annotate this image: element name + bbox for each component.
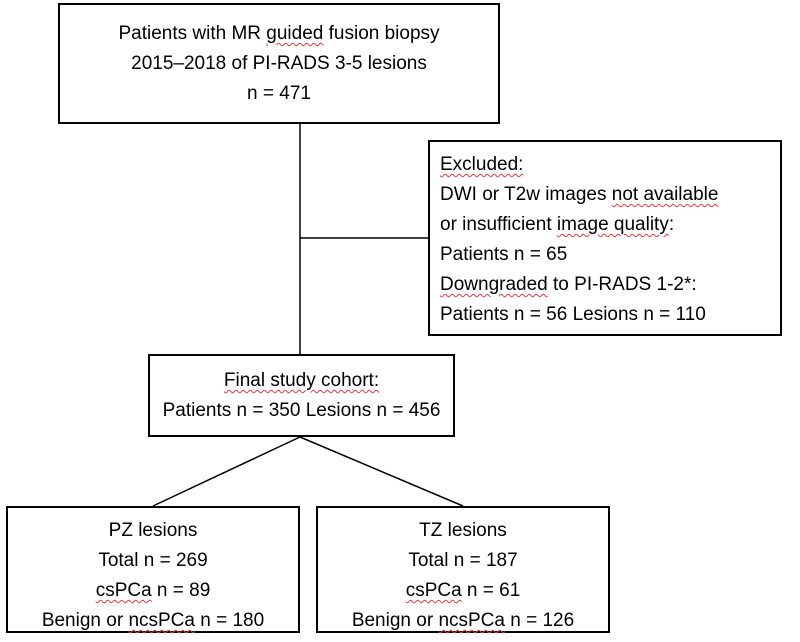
box-excluded: Excluded: DWI or T2w images not availabl… <box>428 140 782 336</box>
spellcheck-word: Excluded: <box>440 154 524 175</box>
excluded-line-3: or insufficient image quality: <box>440 214 675 235</box>
spellcheck-phrase: Final study cohort: <box>223 370 380 391</box>
excluded-line-2: DWI or T2w images not available <box>440 184 719 205</box>
box-tz-lesions: TZ lesions Total n = 187 csPCa n = 61 Be… <box>316 506 610 633</box>
excluded-line-4: Patients n = 65 <box>440 244 568 265</box>
spellcheck-word: ncsPCa <box>128 610 195 631</box>
final-line-1: Final study cohort: <box>150 366 453 396</box>
spellcheck-word: image quality <box>556 214 669 235</box>
excluded-line-1: Excluded: <box>440 150 780 180</box>
tz-line-3: csPCa n = 61 <box>405 580 521 601</box>
final-line-2: Patients n = 350 Lesions n = 456 <box>162 400 441 421</box>
spellcheck-word: ncsPCa <box>438 610 505 631</box>
top-box-line-2: 2015–2018 of PI-RADS 3-5 lesions <box>131 53 427 74</box>
spellcheck-word: csPCa <box>405 580 462 601</box>
excluded-line-6: Patients n = 56 Lesions n = 110 <box>440 304 706 325</box>
connector-final-to-tz <box>299 436 464 507</box>
top-box-line-1: Patients with MR guided fusion biopsy <box>118 23 440 44</box>
box-pz-lesions: PZ lesions Total n = 269 csPCa n = 89 Be… <box>6 506 300 633</box>
connector-final-to-pz <box>152 436 301 507</box>
tz-line-4: Benign or ncsPCa n = 126 <box>351 610 575 631</box>
pz-line-3: csPCa n = 89 <box>95 580 211 601</box>
box-final-cohort: Final study cohort: Patients n = 350 Les… <box>148 354 455 437</box>
spellcheck-word: guided <box>266 23 324 44</box>
top-box-line-3: n = 471 <box>247 83 311 104</box>
spellcheck-word: not available <box>611 184 719 205</box>
pz-line-1: PZ lesions <box>108 520 198 541</box>
tz-line-2: Total n = 187 <box>408 550 518 571</box>
excluded-line-5: Downgraded to PI-RADS 1-2*: <box>440 274 697 295</box>
box-all-patients: Patients with MR guided fusion biopsy 20… <box>58 3 500 124</box>
spellcheck-word: Downgraded <box>440 274 548 295</box>
pz-line-4: Benign or ncsPCa n = 180 <box>41 610 265 631</box>
tz-line-1: TZ lesions <box>419 520 507 541</box>
pz-line-2: Total n = 269 <box>98 550 208 571</box>
spellcheck-word: csPCa <box>95 580 152 601</box>
